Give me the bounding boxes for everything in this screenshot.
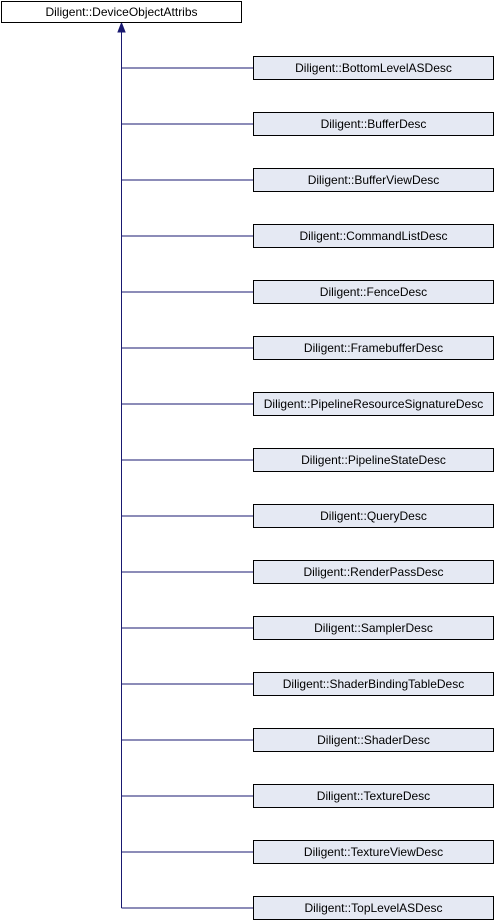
derived-class-node[interactable]: Diligent::PipelineResourceSignatureDesc bbox=[253, 392, 494, 416]
base-class-box bbox=[1, 1, 242, 23]
derived-class-node[interactable]: Diligent::BufferDesc bbox=[253, 112, 494, 136]
derived-class-label: Diligent::TopLevelASDesc bbox=[304, 901, 442, 915]
derived-class-node[interactable]: Diligent::FramebufferDesc bbox=[253, 336, 494, 360]
derived-class-label: Diligent::PipelineResourceSignatureDesc bbox=[264, 397, 483, 411]
derived-class-node[interactable]: Diligent::ShaderDesc bbox=[253, 728, 494, 752]
base-class-node[interactable]: Diligent::DeviceObjectAttribs bbox=[1, 1, 242, 23]
derived-class-node[interactable]: Diligent::FenceDesc bbox=[253, 280, 494, 304]
derived-class-label: Diligent::SamplerDesc bbox=[314, 621, 433, 635]
derived-class-node[interactable]: Diligent::TextureDesc bbox=[253, 784, 494, 808]
derived-class-node[interactable]: Diligent::SamplerDesc bbox=[253, 616, 494, 640]
derived-class-label: Diligent::FenceDesc bbox=[320, 285, 427, 299]
edge-layer bbox=[117, 21, 254, 909]
derived-class-label: Diligent::BufferViewDesc bbox=[308, 173, 440, 187]
derived-class-node[interactable]: Diligent::CommandListDesc bbox=[253, 224, 494, 248]
base-class-label: Diligent::DeviceObjectAttribs bbox=[45, 5, 197, 19]
derived-class-label: Diligent::TextureViewDesc bbox=[304, 845, 443, 859]
derived-class-label: Diligent::CommandListDesc bbox=[299, 229, 447, 243]
derived-class-node[interactable]: Diligent::PipelineStateDesc bbox=[253, 448, 494, 472]
derived-class-node[interactable]: Diligent::ShaderBindingTableDesc bbox=[253, 672, 494, 696]
inheritance-arrow-icon bbox=[117, 21, 126, 33]
derived-class-label: Diligent::RenderPassDesc bbox=[303, 565, 443, 579]
derived-class-label: Diligent::FramebufferDesc bbox=[304, 341, 443, 355]
derived-class-label: Diligent::TextureDesc bbox=[317, 789, 430, 803]
derived-class-label: Diligent::QueryDesc bbox=[320, 509, 427, 523]
derived-class-node[interactable]: Diligent::RenderPassDesc bbox=[253, 560, 494, 584]
derived-class-node[interactable]: Diligent::QueryDesc bbox=[253, 504, 494, 528]
derived-class-node[interactable]: Diligent::BottomLevelASDesc bbox=[253, 56, 494, 80]
derived-class-node[interactable]: Diligent::TextureViewDesc bbox=[253, 840, 494, 864]
derived-class-list: Diligent::BottomLevelASDescDiligent::Buf… bbox=[253, 56, 494, 920]
derived-class-label: Diligent::ShaderDesc bbox=[317, 733, 430, 747]
derived-class-label: Diligent::ShaderBindingTableDesc bbox=[283, 677, 464, 691]
derived-class-label: Diligent::PipelineStateDesc bbox=[301, 453, 446, 467]
derived-class-label: Diligent::BufferDesc bbox=[321, 117, 427, 131]
derived-class-node[interactable]: Diligent::TopLevelASDesc bbox=[253, 896, 494, 920]
derived-class-label: Diligent::BottomLevelASDesc bbox=[295, 61, 452, 75]
derived-class-node[interactable]: Diligent::BufferViewDesc bbox=[253, 168, 494, 192]
